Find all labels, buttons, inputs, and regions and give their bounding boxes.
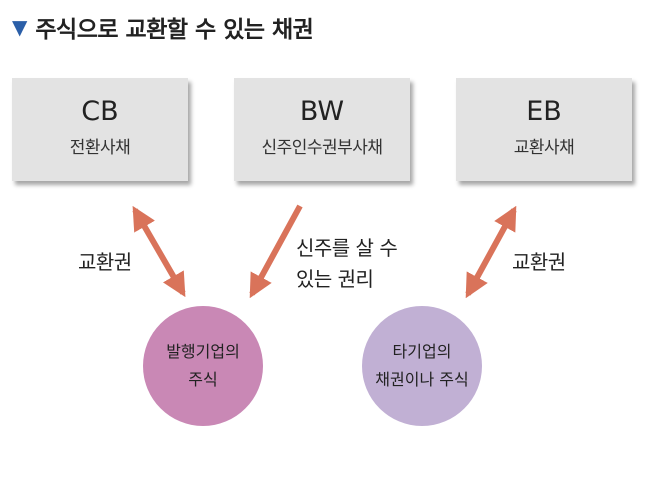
bond-code: CB	[81, 96, 119, 127]
arrow-cb-exchange	[132, 205, 186, 298]
bond-name: 신주인수권부사채	[261, 138, 383, 158]
bond-code: BW	[299, 96, 345, 127]
circle-text-line1: 발행기업의	[166, 342, 240, 361]
arrow-eb-exchange	[465, 205, 517, 299]
circle-text-line2: 채권이나 주식	[375, 370, 469, 389]
label-right-exchange: 교환권	[512, 250, 566, 274]
circle-text-line1: 타기업의	[392, 342, 452, 361]
label-middle-line2: 있는 권리	[296, 267, 374, 291]
bond-code: EB	[526, 96, 562, 127]
label-left-exchange: 교환권	[78, 250, 132, 274]
circle-text-line2: 주식	[188, 370, 218, 389]
bond-name: 교환사채	[513, 138, 575, 158]
title-row: ▼ 주식으로 교환할 수 있는 채권	[12, 10, 314, 44]
arrow-bw-newshare	[249, 204, 303, 299]
label-middle-line1: 신주를 살 수	[296, 236, 398, 260]
bond-box-eb: EB 교환사채	[456, 78, 632, 181]
triangle-marker-icon: ▼	[12, 15, 28, 39]
circle-other-company: 타기업의 채권이나 주식	[362, 306, 482, 426]
bond-name: 전환사채	[69, 138, 131, 158]
bond-box-bw: BW 신주인수권부사채	[234, 78, 410, 181]
diagram-title: 주식으로 교환할 수 있는 채권	[35, 17, 314, 43]
circle-issuer-stock: 발행기업의 주식	[143, 306, 263, 426]
bond-box-cb: CB 전환사채	[12, 78, 188, 181]
